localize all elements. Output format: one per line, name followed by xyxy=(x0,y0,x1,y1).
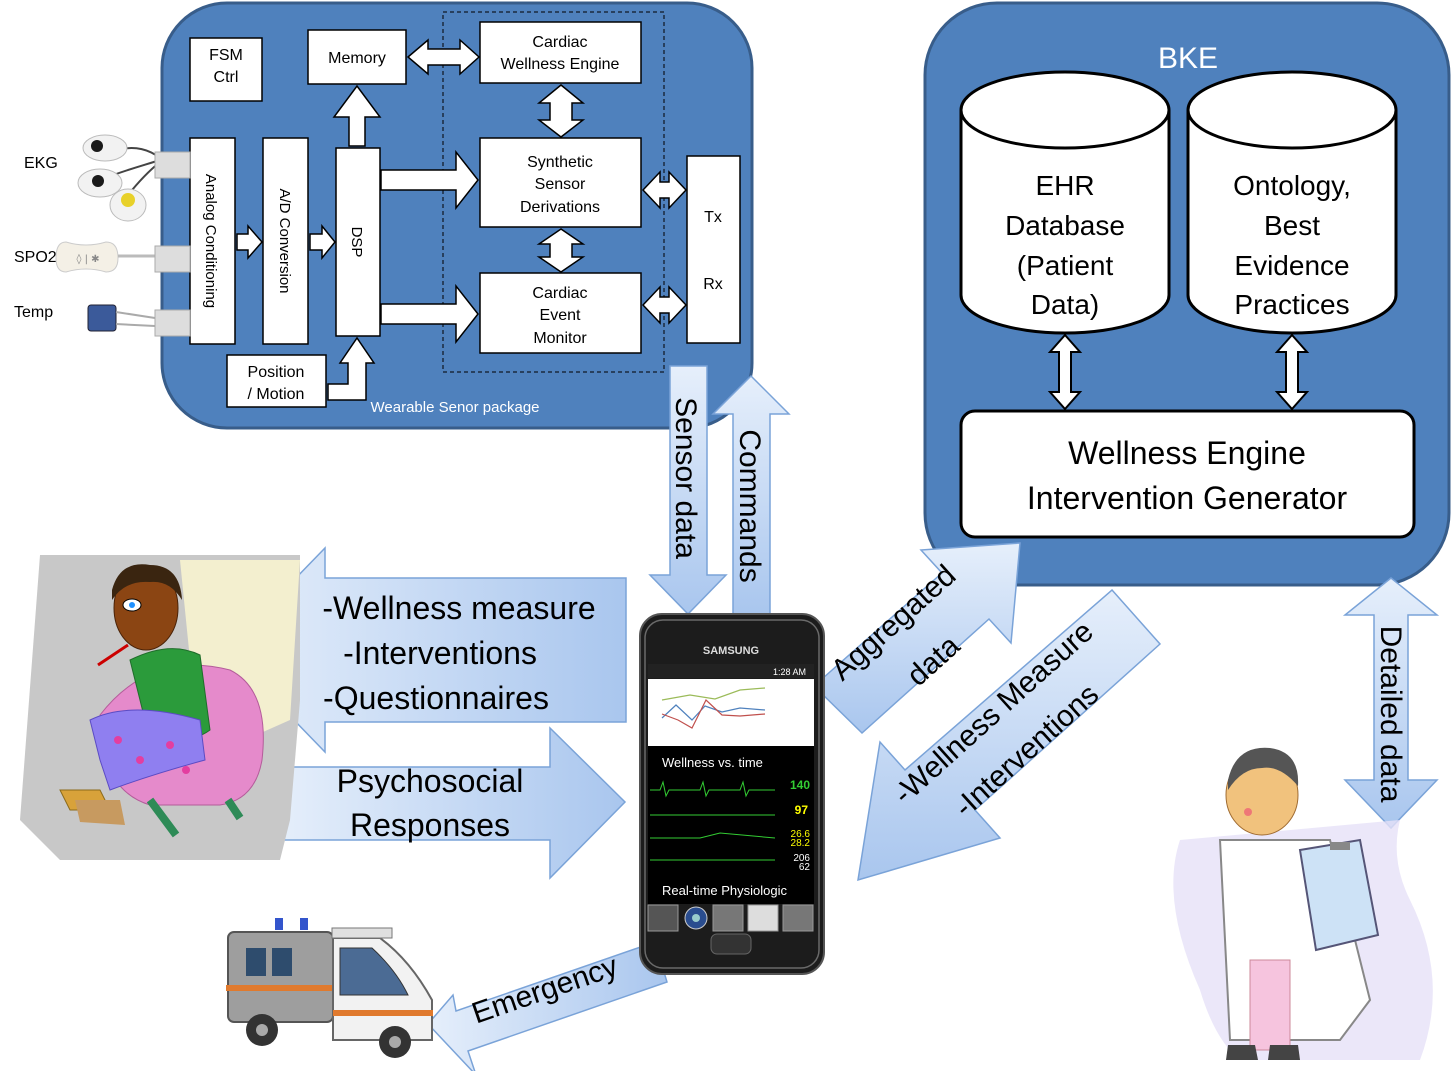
cardiac-event-monitor-box xyxy=(479,272,642,354)
event-monitor-label-3: Monitor xyxy=(533,330,587,347)
fsm-ctrl-box xyxy=(189,37,263,102)
phone-panel2: Real-time Physiologic xyxy=(662,883,787,898)
analog-to-ad-arrow xyxy=(236,224,263,260)
ehr-label-1: EHR xyxy=(1035,170,1094,201)
ad-conversion-label: A/D Conversion xyxy=(276,188,293,293)
reading-5: 206 xyxy=(793,853,810,864)
cardiac-wellness-engine-box xyxy=(479,21,642,84)
doctor-illustration xyxy=(1173,747,1433,1060)
svg-text:◊ | ✱: ◊ | ✱ xyxy=(76,253,99,265)
dsp-label: DSP xyxy=(348,227,365,258)
ekg-label: EKG xyxy=(24,155,58,172)
ehr-database-cylinder xyxy=(959,70,1171,335)
ontology-cylinder xyxy=(1186,70,1398,335)
reading-1: 140 xyxy=(790,778,810,792)
synthetic-label-3: Derivations xyxy=(520,199,600,216)
synthetic-event-arrow xyxy=(536,228,586,273)
ekg-electrodes-icon xyxy=(77,134,191,222)
ehr-generator-arrow xyxy=(1047,333,1083,411)
event-monitor-label-1: Cardiac xyxy=(532,285,587,302)
dsp-to-event-arrow xyxy=(380,283,479,345)
to-phone-arrow xyxy=(857,588,1162,882)
ontology-label-3: Evidence xyxy=(1234,250,1349,281)
wellness-engine-label-1: Cardiac xyxy=(532,34,587,51)
tx-label: Tx xyxy=(704,209,722,226)
commands-label: Commands xyxy=(733,429,766,582)
synthetic-label-2: Sensor xyxy=(535,176,586,193)
txrx-box xyxy=(686,155,741,344)
sensor-package-caption: Wearable Senor package xyxy=(371,399,540,416)
emergency-arrow xyxy=(426,941,668,1071)
to-patient-label-2: -Interventions xyxy=(343,635,537,671)
position-to-dsp-arrow xyxy=(327,336,376,401)
ad-conversion-box xyxy=(262,137,309,345)
from-patient-arrow xyxy=(274,726,627,880)
commands-arrow xyxy=(711,374,791,615)
ontology-label-4: Practices xyxy=(1234,289,1349,320)
fsm-label-2: Ctrl xyxy=(214,69,239,86)
generator-label-1: Wellness Engine xyxy=(1068,435,1306,471)
reading-2: 97 xyxy=(795,803,809,817)
internal-arrows xyxy=(236,38,688,401)
ontology-generator-arrow xyxy=(1274,333,1310,411)
engine-synthetic-arrow xyxy=(536,84,586,138)
phone-brand: SAMSUNG xyxy=(703,645,759,657)
memory-box xyxy=(307,29,407,85)
ambulance-illustration xyxy=(226,918,433,1058)
sensor-data-arrow xyxy=(648,365,728,616)
fsm-label-1: FSM xyxy=(209,47,243,64)
patient-illustration xyxy=(20,555,300,860)
generator-label-2: Intervention Generator xyxy=(1027,480,1348,516)
dsp-to-memory-arrow xyxy=(332,84,382,147)
ehr-label-3: (Patient xyxy=(1017,250,1114,281)
position-motion-box xyxy=(226,354,327,408)
memory-engine-arrow xyxy=(406,38,481,76)
event-monitor-label-2: Event xyxy=(540,307,581,324)
from-patient-label-1: Psychosocial xyxy=(337,763,524,799)
position-label-1: Position xyxy=(248,364,305,381)
synthetic-label-1: Synthetic xyxy=(527,154,593,171)
sensor-data-label: Sensor data xyxy=(669,397,702,559)
ehr-label-4: Data) xyxy=(1031,289,1099,320)
ontology-label-1: Ontology, xyxy=(1233,170,1351,201)
ehr-label-2: Database xyxy=(1005,210,1125,241)
smartphone: SAMSUNG 1:28 AM Wellness vs. time 140 97… xyxy=(639,613,825,975)
spo2-label: SPO2 xyxy=(14,249,57,266)
phone-panel1: Wellness vs. time xyxy=(662,755,763,770)
memory-label: Memory xyxy=(328,50,386,67)
detailed-data-label: Detailed data xyxy=(1374,626,1407,803)
temp-label: Temp xyxy=(14,304,53,321)
to-patient-label-3: -Questionnaires xyxy=(323,680,549,716)
dsp-box xyxy=(335,147,381,337)
analog-conditioning-label: Analog Conditioning xyxy=(202,174,219,308)
reading-6: 62 xyxy=(799,862,811,873)
temp-sensor-icon xyxy=(87,304,191,337)
to-patient-label-1: -Wellness measure xyxy=(322,590,595,626)
aggregated-data-arrow xyxy=(812,542,1021,735)
from-patient-label-2: Responses xyxy=(350,807,510,843)
phone-time: 1:28 AM xyxy=(773,667,806,677)
event-txrx-arrow xyxy=(641,285,688,325)
position-label-2: / Motion xyxy=(248,386,305,403)
dsp-to-synthetic-arrow xyxy=(380,149,479,211)
wellness-engine-label-2: Wellness Engine xyxy=(501,56,620,73)
intervention-generator-box xyxy=(959,409,1416,539)
reading-3: 26.6 xyxy=(791,829,811,840)
bke-arrows xyxy=(1047,333,1310,411)
synthetic-txrx-arrow xyxy=(641,170,688,210)
analog-conditioning-box xyxy=(189,137,236,345)
rx-label: Rx xyxy=(703,276,723,293)
synthetic-sensor-derivations-box xyxy=(479,137,642,228)
flow-arrows xyxy=(224,365,1440,1071)
ontology-label-2: Best xyxy=(1264,210,1320,241)
bke-title: BKE xyxy=(1158,42,1218,75)
reading-4: 28.2 xyxy=(791,838,811,849)
spo2-sensor-icon: ◊ | ✱ xyxy=(55,241,191,273)
ad-to-dsp-arrow xyxy=(309,223,336,261)
